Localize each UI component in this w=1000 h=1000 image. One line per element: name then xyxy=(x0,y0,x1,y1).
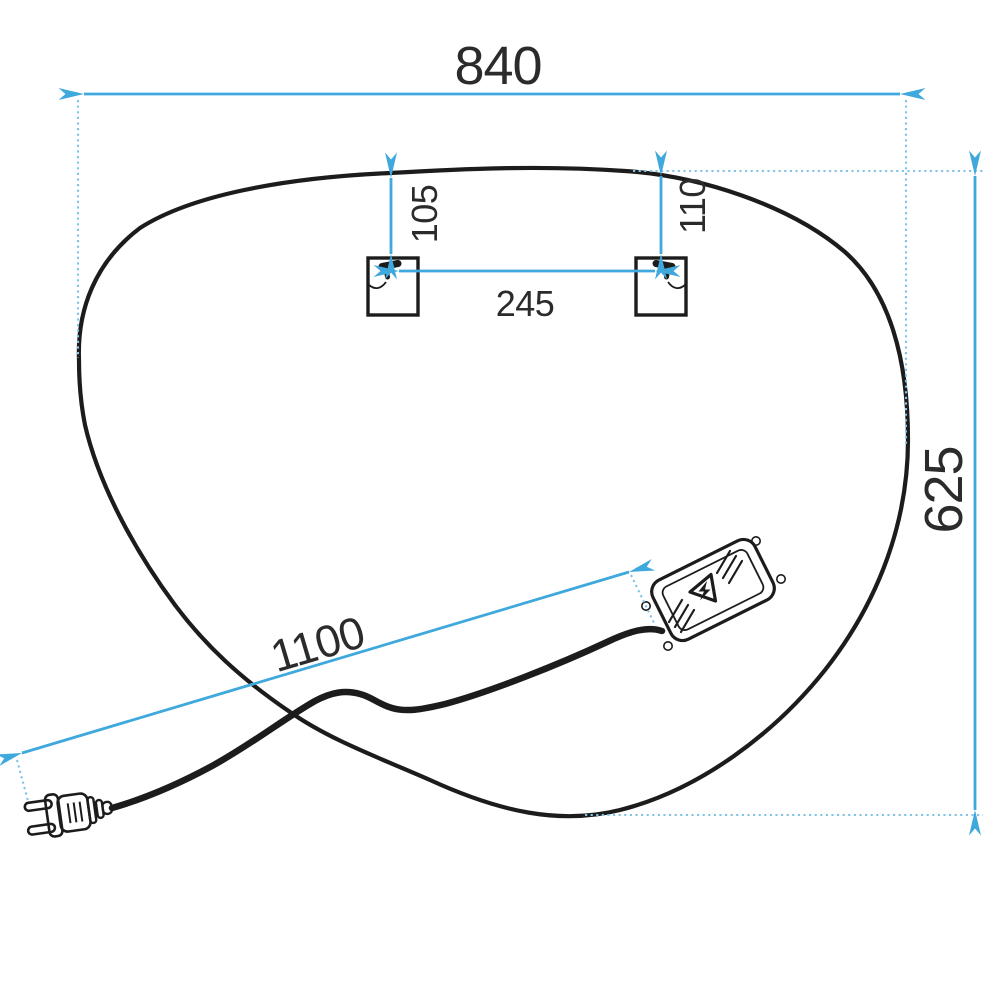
dimension-arrows xyxy=(0,88,981,836)
plug-pin xyxy=(23,798,53,813)
dimension-label-right-bracket-offset: 110 xyxy=(672,178,713,234)
mounting-bracket-left xyxy=(368,258,418,315)
dimension-label-bracket-spacing: 245 xyxy=(496,283,555,324)
driver-inner-panel xyxy=(661,549,765,631)
plug-pin xyxy=(26,822,57,836)
two-pin-plug-icon xyxy=(23,792,114,838)
driver-outer-case xyxy=(650,537,776,643)
extension-line-cable-plug-end xyxy=(15,759,30,802)
dimension-label-cable-length: 1100 xyxy=(265,606,370,682)
lightning-bolt-icon xyxy=(698,581,711,601)
mounting-bracket-right xyxy=(636,258,686,315)
extension-lines xyxy=(15,100,983,817)
plug-ridge xyxy=(86,795,98,825)
dimension-label-height: 625 xyxy=(914,446,974,533)
mirror-outline xyxy=(76,165,911,819)
vent-lines-icon xyxy=(667,549,744,634)
dimension-arrow-cable-length xyxy=(0,558,656,767)
power-cable xyxy=(108,625,666,812)
plug-body xyxy=(56,792,92,833)
dimension-label-left-bracket-offset: 105 xyxy=(404,185,445,244)
led-driver-box xyxy=(640,535,786,651)
dimension-label-width: 840 xyxy=(454,36,541,96)
extension-line-cable-driver-end xyxy=(630,574,656,626)
plug-boot xyxy=(101,800,114,816)
